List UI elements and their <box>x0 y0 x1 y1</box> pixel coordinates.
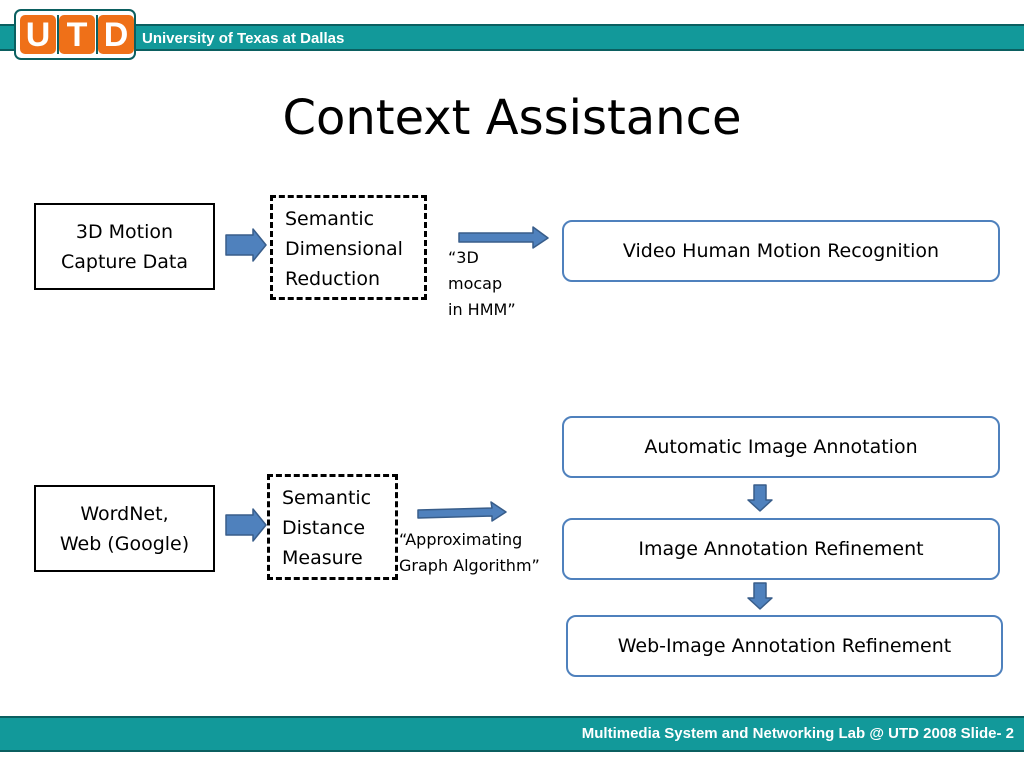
hmm-note: “3D mocap in HMM” <box>448 248 516 319</box>
logo-letter-t: T <box>59 15 95 54</box>
wordnet-box: WordNet, Web (Google) <box>34 485 215 572</box>
logo-letter-u: U <box>20 15 56 54</box>
logo-letter-d: D <box>98 15 134 54</box>
arrow-down-icon <box>747 582 773 610</box>
arrow-right-icon <box>225 508 267 542</box>
header-bar <box>0 24 1024 51</box>
footer-text: Multimedia System and Networking Lab @ U… <box>581 725 1014 742</box>
header-title: University of Texas at Dallas <box>142 30 345 47</box>
arrow-down-icon <box>747 484 773 512</box>
logo-separator <box>57 15 59 54</box>
motion-capture-box: 3D Motion Capture Data <box>34 203 215 290</box>
footer-bar <box>0 716 1024 752</box>
graph-algorithm-note: “Approximating Graph Algorithm” <box>399 530 540 575</box>
page-title: Context Assistance <box>282 90 742 146</box>
image-annotation-refinement-box: Image Annotation Refinement <box>562 518 1000 580</box>
semantic-distance-measure-box: Semantic Distance Measure <box>267 474 398 580</box>
automatic-image-annotation-box: Automatic Image Annotation <box>562 416 1000 478</box>
utd-logo: U T D <box>14 9 136 60</box>
semantic-dimensional-reduction-box: Semantic Dimensional Reduction <box>270 195 427 300</box>
web-image-annotation-refinement-box: Web-Image Annotation Refinement <box>566 615 1003 677</box>
video-human-motion-recognition-box: Video Human Motion Recognition <box>562 220 1000 282</box>
arrow-right-icon <box>417 501 507 522</box>
arrow-right-icon <box>225 228 267 262</box>
logo-separator <box>96 15 98 54</box>
arrow-right-icon <box>458 226 549 249</box>
